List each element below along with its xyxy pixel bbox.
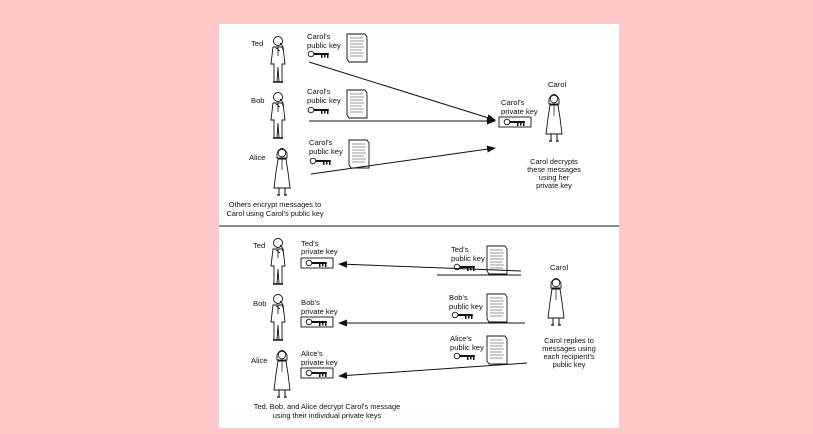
bottom-caption-line-2: using their individual private keys [273, 411, 382, 420]
top-person-name-ted: Ted [251, 39, 263, 48]
document-icon [487, 294, 507, 322]
carol-key-label-1: Carol's [501, 98, 525, 107]
top-key-label-bob-2: public key [307, 96, 341, 105]
top-person-name-alice: Alice [249, 153, 265, 162]
key-icon [452, 312, 473, 319]
bottom-own-key-bob-2: private key [301, 307, 338, 316]
alice-private-key-icon [301, 368, 333, 378]
bottom-own-key-alice-2: private key [301, 358, 338, 367]
msg-key-bob-1: Bob's [449, 293, 468, 302]
alice-figure [274, 149, 290, 196]
alice-figure [274, 351, 290, 398]
arrow-ted-to-carol [309, 62, 495, 120]
carol-key-label-2: private key [501, 107, 538, 116]
top-caption-line-1: Others encrypt messages to [229, 200, 321, 209]
carol-reply-caption-line-4: public key [553, 360, 586, 369]
carol-private-key-icon [499, 117, 531, 127]
carol-name-bottom: Carol [550, 263, 568, 272]
bob-private-key-icon [301, 317, 333, 327]
document-icon [487, 336, 507, 364]
document-icon [347, 34, 367, 62]
key-icon [454, 353, 475, 360]
msg-key-ted-2: public key [451, 254, 485, 263]
top-section: Ted Carol's public key Bob Carol's publi… [226, 32, 581, 218]
msg-key-alice-2: public key [450, 343, 484, 352]
top-key-label-alice-2: public key [309, 147, 343, 156]
bottom-section: Ted Ted's private key Ted's public key B… [251, 239, 596, 421]
bob-figure [271, 93, 285, 139]
carol-name-top: Carol [548, 80, 566, 89]
diagram-panel: Ted Carol's public key Bob Carol's publi… [219, 24, 619, 428]
top-person-name-bob: Bob [251, 96, 265, 105]
bottom-own-key-ted-2: private key [301, 247, 338, 256]
carol-figure-top [546, 95, 562, 142]
msg-key-alice-1: Alice's [450, 334, 472, 343]
carol-caption-line-4: private key [536, 181, 572, 190]
key-icon [454, 264, 475, 271]
top-caption-line-2: Carol using Carol's public key [226, 209, 323, 218]
ted-figure [271, 239, 285, 285]
msg-key-bob-2: public key [449, 302, 483, 311]
ted-private-key-icon [301, 258, 333, 268]
ted-figure [271, 37, 285, 83]
key-icon [308, 51, 329, 58]
bottom-person-name-alice: Alice [251, 356, 267, 365]
top-key-label-bob-1: Carol's [307, 87, 331, 96]
bottom-person-name-bob: Bob [253, 299, 267, 308]
document-icon [349, 140, 369, 168]
top-key-label-ted-2: public key [307, 41, 341, 50]
document-icon [347, 90, 367, 118]
bob-figure [271, 295, 285, 341]
bottom-own-key-alice-1: Alice's [301, 349, 323, 358]
top-key-label-alice-1: Carol's [309, 138, 333, 147]
carol-figure-bottom [548, 279, 564, 326]
bottom-own-key-bob-1: Bob's [301, 298, 320, 307]
arrow-carol-to-alice [339, 363, 527, 376]
msg-key-ted-1: Ted's [451, 245, 469, 254]
bottom-caption-line-1: Ted, Bob, and Alice decrypt Carol's mess… [254, 402, 400, 411]
bottom-person-name-ted: Ted [253, 241, 265, 250]
key-icon [310, 158, 331, 165]
key-icon [308, 107, 329, 114]
encryption-diagram: Ted Carol's public key Bob Carol's publi… [219, 24, 619, 428]
top-key-label-ted-1: Carol's [307, 32, 331, 41]
